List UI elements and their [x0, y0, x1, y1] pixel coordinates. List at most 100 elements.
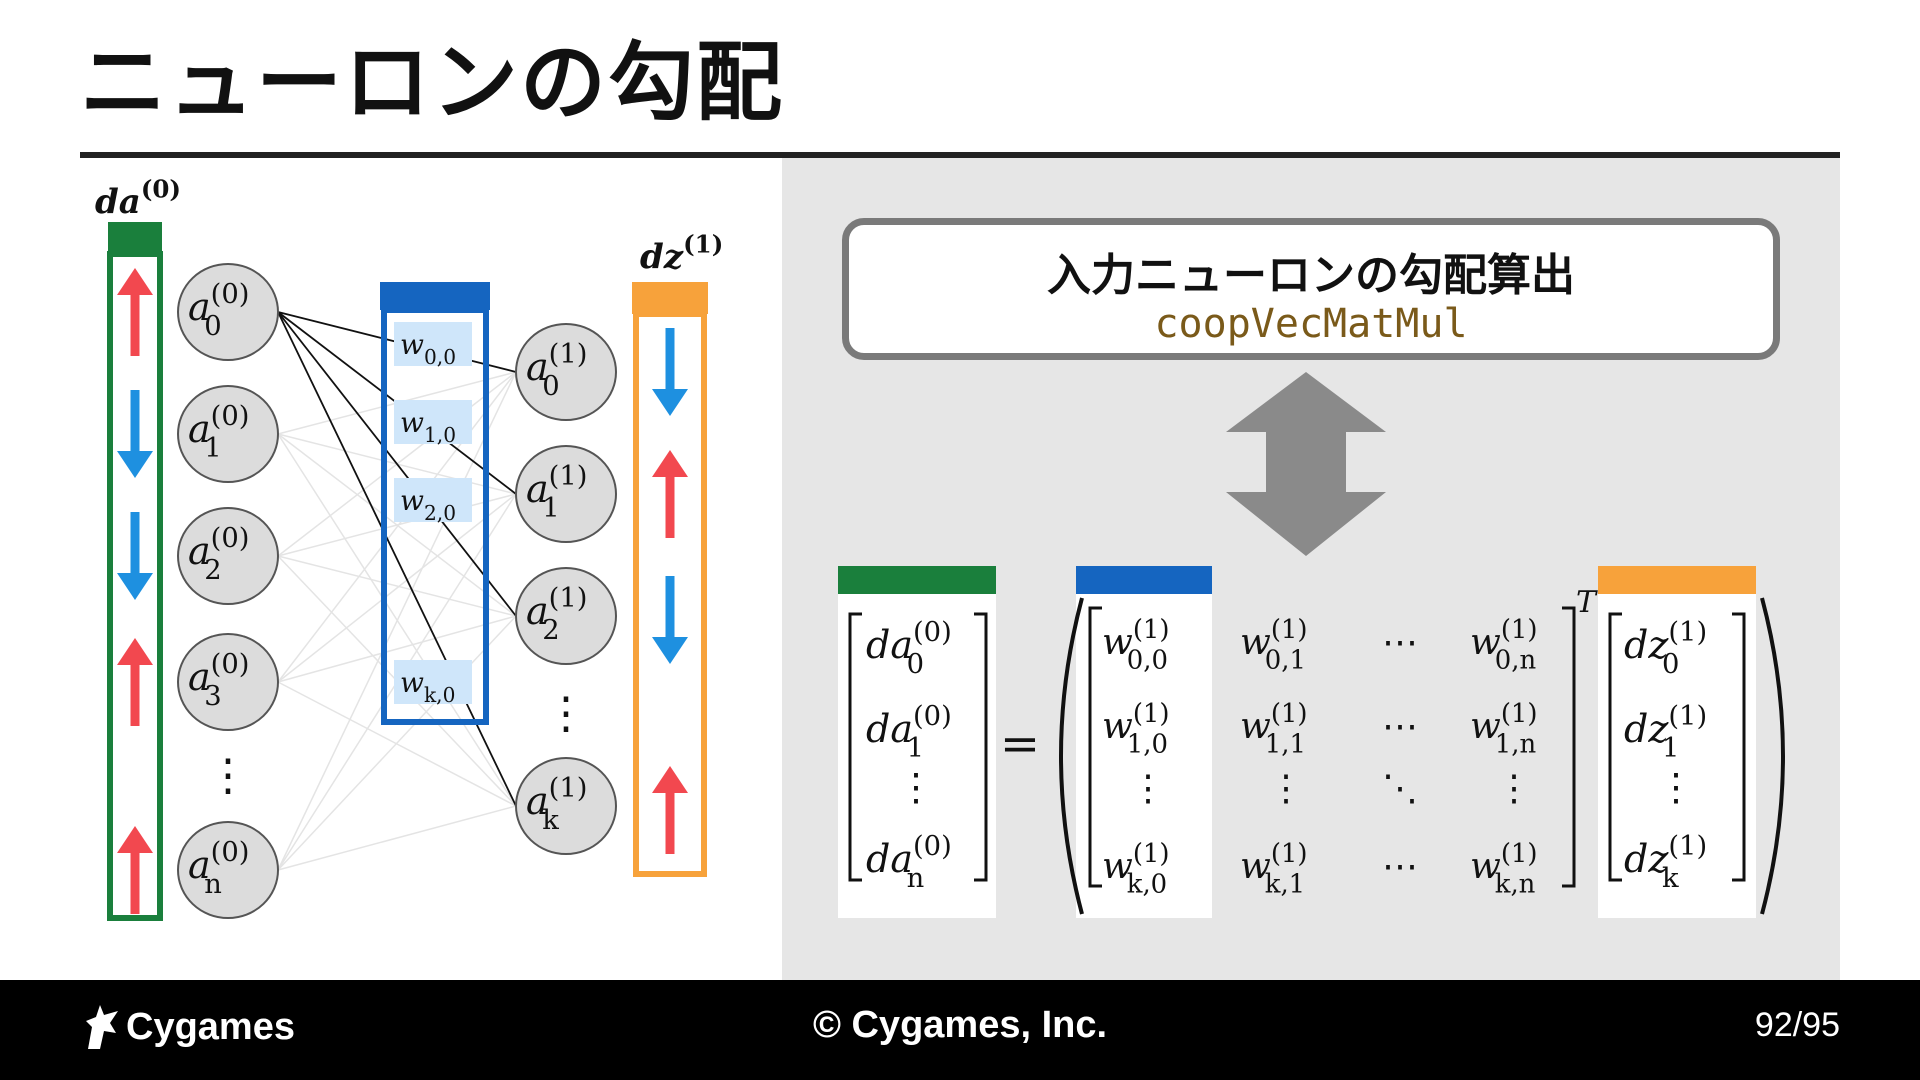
- matrix-entry: w(1)0,1: [1240, 615, 1308, 676]
- matrix-bracket-right: [1562, 606, 1576, 888]
- faint-connection: [277, 555, 517, 617]
- weight-column-header: [380, 282, 490, 310]
- footer-logo: Cygames: [82, 1003, 295, 1051]
- input-neuron-label: a(0)n: [188, 837, 249, 900]
- matrix-entry: w(1)k,1: [1240, 839, 1308, 900]
- gradient-arrow-down-shaft: [665, 576, 675, 637]
- gradient-arrow-down-head: [652, 637, 688, 664]
- dz1-label: dz(1): [640, 230, 723, 277]
- lhs-background: [838, 594, 996, 918]
- weight-label: w0,0: [400, 328, 456, 369]
- lhs-bracket-right: [974, 612, 988, 882]
- faint-connection: [277, 371, 517, 683]
- rhs-background: [1598, 594, 1756, 918]
- transpose-mark: T: [1576, 585, 1598, 620]
- gradient-arrow-down-head: [117, 451, 153, 478]
- gradient-arrow-up-shaft: [130, 665, 140, 726]
- faint-connection: [277, 615, 517, 683]
- matrix-entry: w(1)0,n: [1470, 615, 1538, 676]
- gradient-arrow-up-head: [652, 450, 688, 477]
- cygames-logo-icon: [86, 1005, 118, 1049]
- matrix-entry: w(1)1,0: [1102, 699, 1170, 760]
- matrix-entry: ⋮: [1130, 768, 1166, 809]
- rhs-entry: dz(1)k: [1624, 831, 1707, 894]
- faint-connection: [277, 493, 517, 683]
- weight-cell: [394, 400, 472, 444]
- gradient-arrow-down: [652, 328, 688, 416]
- equals-sign: =: [1000, 716, 1040, 772]
- gradient-arrow-up-shaft: [130, 853, 140, 914]
- gradient-arrow-up-shaft: [130, 295, 140, 356]
- gradient-arrow-up: [117, 638, 153, 726]
- matrix-entry: w(1)0,0: [1102, 615, 1170, 676]
- double-arrow-icon: [1226, 372, 1386, 556]
- gradient-arrow-down: [117, 390, 153, 478]
- output-neuron: [515, 445, 617, 543]
- gradient-arrow-down-shaft: [130, 512, 140, 573]
- faint-connection: [277, 371, 517, 871]
- gradient-arrow-up: [652, 450, 688, 538]
- output-neuron: [515, 567, 617, 665]
- rhs-entry: ⋮: [1657, 765, 1695, 809]
- input-ellipsis: ⋮: [206, 750, 250, 801]
- weight-column: [381, 307, 489, 725]
- gradient-arrow-down-shaft: [665, 328, 675, 389]
- matrix-col-header: [1076, 566, 1212, 594]
- lhs-bracket-left: [848, 612, 862, 882]
- gradient-arrow-down: [117, 512, 153, 600]
- da0-column-header: [108, 222, 162, 254]
- matrix-bracket-left: [1088, 606, 1102, 888]
- weight-connection: [277, 311, 517, 617]
- lhs-entry: da(0)n: [866, 831, 952, 894]
- gradient-arrow-up-head: [117, 638, 153, 665]
- matrix-entry: w(1)k,0: [1102, 839, 1170, 900]
- gradient-arrow-down: [652, 576, 688, 664]
- input-neuron: [177, 385, 279, 483]
- lhs-entry: da(0)1: [866, 701, 952, 764]
- output-ellipsis: ⋮: [544, 688, 588, 739]
- input-neuron: [177, 263, 279, 361]
- faint-connection: [277, 615, 517, 871]
- matrix-entry: w(1)1,1: [1240, 699, 1308, 760]
- output-neuron-label: a(1)2: [526, 583, 587, 646]
- paren-left: [1059, 597, 1084, 915]
- output-neuron-label: a(1)0: [526, 339, 587, 402]
- output-neuron-label: a(1)1: [526, 461, 587, 524]
- matrix-entry: ⋮: [1496, 768, 1532, 809]
- matrix-entry: ⋯: [1382, 622, 1418, 663]
- gradient-arrow-up: [117, 826, 153, 914]
- gradient-computation-box: 入力ニューロンの勾配算出 coopVecMatMul: [842, 218, 1780, 360]
- rhs-entry: dz(1)1: [1624, 701, 1707, 764]
- rhs-bracket-right: [1732, 612, 1746, 882]
- weight-cell: [394, 660, 472, 704]
- input-neuron-label: a(0)3: [188, 649, 249, 712]
- rhs-header: [1598, 566, 1756, 594]
- gradient-arrow-up: [117, 268, 153, 356]
- gradient-arrow-up-shaft: [665, 793, 675, 854]
- weight-connection: [277, 311, 517, 807]
- matrix-entry: ⋯: [1382, 846, 1418, 887]
- slide-title: ニューロンの勾配: [80, 33, 784, 133]
- matrix-entry: ⋮: [1268, 768, 1304, 809]
- dz1-column: [633, 311, 707, 877]
- matrix-entry: ⋱: [1382, 768, 1418, 809]
- lhs-header: [838, 566, 996, 594]
- matrix-entry: w(1)k,n: [1470, 839, 1538, 900]
- gradient-arrow-down-shaft: [130, 390, 140, 451]
- output-neuron: [515, 323, 617, 421]
- output-neuron: [515, 757, 617, 855]
- weight-cell: [394, 322, 472, 366]
- gradient-arrow-down-head: [117, 573, 153, 600]
- input-neuron: [177, 633, 279, 731]
- box-code-function: coopVecMatMul: [1154, 301, 1468, 347]
- footer-copyright: © Cygames, Inc.: [812, 1004, 1108, 1046]
- weight-label: wk,0: [400, 666, 455, 707]
- box-heading: 入力ニューロンの勾配算出: [1047, 250, 1575, 301]
- faint-connection: [277, 493, 517, 557]
- input-neuron: [177, 507, 279, 605]
- lhs-entry: da(0)0: [866, 617, 952, 680]
- rhs-entry: dz(1)0: [1624, 617, 1707, 680]
- gradient-arrow-up-head: [652, 766, 688, 793]
- da0-label: da(0): [95, 175, 181, 222]
